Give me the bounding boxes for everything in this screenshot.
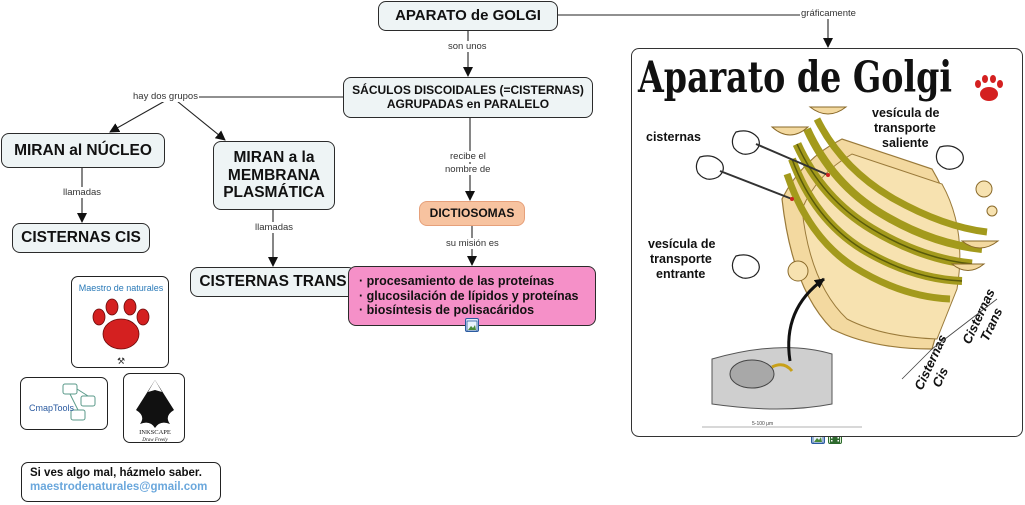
cmaptools-logo: CmapTools xyxy=(20,377,108,430)
node-saculos-line1: SÁCULOS DISCOIDALES (=CISTERNAS) xyxy=(352,82,584,97)
figure-paw-icon xyxy=(965,61,1013,109)
label-nombre-de: nombre de xyxy=(444,164,492,175)
maestro-logo-lettering: Maestro de naturales xyxy=(79,283,164,293)
figure-label-saliente-2: transporte xyxy=(874,121,936,135)
link-graficamente xyxy=(558,14,833,48)
figure-label-entrante-2: transporte xyxy=(650,252,712,266)
image-resource-icon[interactable] xyxy=(465,318,479,332)
label-hay-dos-grupos: hay dos grupos xyxy=(132,91,199,102)
link-to-miran-membrana xyxy=(171,96,226,141)
node-miran-membrana-line1: MIRAN a la xyxy=(233,148,315,166)
node-saculos[interactable]: SÁCULOS DISCOIDALES (=CISTERNAS) AGRUPAD… xyxy=(343,77,593,118)
zoom-arrow xyxy=(787,277,825,362)
node-miran-nucleo[interactable]: MIRAN al NÚCLEO xyxy=(1,133,165,168)
node-cisternas-trans[interactable]: CISTERNAS TRANS xyxy=(190,267,356,297)
maestro-naturales-logo: Maestro de naturales ⚒ xyxy=(71,276,169,368)
label-llamadas-1: llamadas xyxy=(62,187,103,198)
funcion-item-3: · biosíntesis de polisacáridos xyxy=(359,303,535,318)
figure-label-cisternas: cisternas xyxy=(646,130,701,144)
figure-label-entrante-3: entrante xyxy=(656,267,705,281)
node-aparato-golgi[interactable]: APARATO de GOLGI xyxy=(378,1,558,31)
golgi-figure-panel[interactable]: Aparato de Golgi xyxy=(631,48,1023,437)
figure-scale: 5-100 μm xyxy=(752,421,773,427)
node-cisternas-trans-text: CISTERNAS TRANS xyxy=(199,273,347,291)
label-son-unos: son unos xyxy=(447,41,488,52)
node-miran-nucleo-text: MIRAN al NÚCLEO xyxy=(14,141,152,159)
figure-label-saliente-1: vesícula de xyxy=(872,106,939,120)
label-recibe-el: recibe el xyxy=(449,151,487,162)
inkscape-logo: INKSCAPE Draw Freely xyxy=(123,373,185,443)
contact-email-link[interactable]: maestrodenaturales@gmail.com xyxy=(30,481,208,493)
paw-icon xyxy=(92,298,150,350)
inkscape-logo-lettering: INKSCAPE xyxy=(139,429,171,436)
funcion-item-2: · glucosilación de lípidos y proteínas xyxy=(359,288,579,303)
pointer-stick-1 xyxy=(755,143,829,176)
label-llamadas-2: llamadas xyxy=(254,222,295,233)
node-aparato-text: APARATO de GOLGI xyxy=(395,7,541,25)
figure-label-saliente-3: saliente xyxy=(882,136,929,150)
link-to-miran-nucleo xyxy=(109,96,173,133)
figure-title: Aparato de Golgi xyxy=(637,53,952,103)
contact-box: Si ves algo mal, házmelo saber. maestrod… xyxy=(21,462,221,502)
cmaptools-logo-lettering: CmapTools xyxy=(29,403,75,413)
golgi-illustration: Aparato de Golgi xyxy=(637,53,1013,428)
svg-text:⚒: ⚒ xyxy=(117,357,125,367)
pointer-stick-2 xyxy=(719,170,793,200)
node-miran-membrana-line2: MEMBRANA xyxy=(227,166,321,184)
node-dictiosomas-text: DICTIOSOMAS xyxy=(429,205,515,220)
funcion-item-1: · procesamiento de las proteínas xyxy=(359,274,555,289)
node-miran-membrana-line3: PLASMÁTICA xyxy=(223,184,325,202)
node-miran-membrana[interactable]: MIRAN a la MEMBRANA PLASMÁTICA xyxy=(213,141,335,210)
vesicle-bowls xyxy=(770,106,1000,271)
figure-label-entrante-1: vesícula de xyxy=(648,237,715,251)
golgi-stack xyxy=(781,117,988,350)
node-funciones[interactable]: · procesamiento de las proteínas · gluco… xyxy=(348,266,596,326)
node-cisternas-cis-text: CISTERNAS CIS xyxy=(21,229,141,247)
contact-text: Si ves algo mal, házmelo saber. xyxy=(30,467,202,479)
svg-text:Draw Freely: Draw Freely xyxy=(141,438,168,443)
node-dictiosomas[interactable]: DICTIOSOMAS xyxy=(419,201,525,226)
node-saculos-line2: AGRUPADAS en PARALELO xyxy=(386,96,550,111)
label-graficamente: gráficamente xyxy=(800,8,857,19)
hand-icons xyxy=(695,130,964,279)
label-su-mision: su misión es xyxy=(445,238,500,249)
node-cisternas-cis[interactable]: CISTERNAS CIS xyxy=(12,223,150,253)
cell-thumbnail xyxy=(711,347,833,410)
vesicle-entrante-icon xyxy=(787,260,809,282)
